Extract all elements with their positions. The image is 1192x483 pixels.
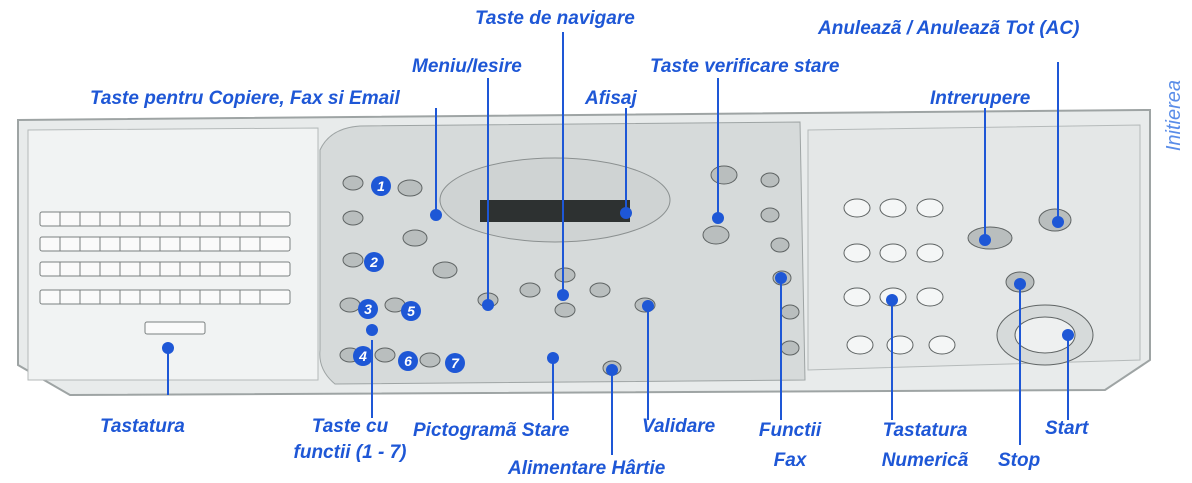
label-taste-copiere: Taste pentru Copiere, Fax si Email [90, 88, 400, 109]
label-intrerupere: Intrerupere [930, 88, 1031, 109]
panel-inner-left [27, 127, 319, 381]
label-alimentare: Alimentare Hârtie [508, 458, 666, 479]
function-key-7: 7 [445, 353, 465, 373]
label-tastatura: Tastatura [100, 416, 185, 437]
label-stop: Stop [998, 450, 1041, 471]
display-screen [480, 200, 630, 222]
label-taste-functii-line2: functii (1 - 7) [293, 442, 407, 463]
function-key-4: 4 [353, 346, 373, 366]
label-functii-line1: Functii [758, 420, 822, 441]
keyboard-row-4 [39, 289, 291, 305]
start-button [1014, 316, 1076, 354]
label-tastatura-num-line1: Tastatura [882, 420, 968, 441]
label-validare: Validare [642, 416, 716, 437]
function-key-3: 3 [358, 299, 378, 319]
keyboard-key-dividers [59, 212, 261, 304]
label-taste-functii: Taste cu functii (1 - 7) [270, 416, 430, 464]
label-taste-navigare: Taste de navigare [475, 8, 635, 29]
label-anuleaza: Anuleazã / Anuleazã Tot (AC) [818, 18, 1080, 39]
label-tastatura-num-line2: Numericã [881, 450, 969, 471]
label-functii-line2: Fax [773, 450, 807, 471]
label-taste-functii-line1: Taste cu [311, 416, 389, 437]
function-key-5: 5 [401, 301, 421, 321]
label-meniu: Meniu/Iesire [412, 56, 522, 77]
side-label-initierea: Initierea [1163, 80, 1185, 152]
function-key-2: 2 [364, 252, 384, 272]
label-afisaj: Afisaj [585, 88, 637, 109]
label-pictograma: Pictogramã Stare [413, 420, 570, 441]
leader-lines [167, 32, 1069, 455]
label-functii-fax: Functii Fax [735, 420, 845, 472]
keyboard-row-1 [39, 211, 291, 227]
function-key-1: 1 [371, 176, 391, 196]
label-tastatura-numerica: Tastatura Numericã [855, 420, 995, 472]
leader-dots [162, 207, 1074, 376]
keyboard-space [144, 321, 206, 335]
label-taste-stare: Taste verificare stare [650, 56, 840, 77]
keyboard-row-3 [39, 261, 291, 277]
label-start: Start [1045, 418, 1089, 439]
keyboard-row-2 [39, 236, 291, 252]
function-key-6: 6 [398, 351, 418, 371]
keyboard-keys [39, 211, 291, 335]
